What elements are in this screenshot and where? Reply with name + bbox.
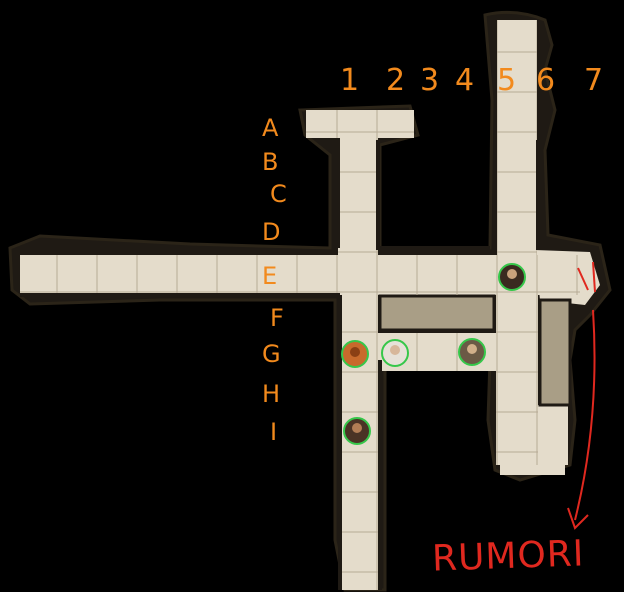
map-grid (20, 20, 580, 590)
rumori-annotation: RUMORI (431, 533, 586, 580)
rumori-arrow (567, 261, 596, 530)
row-label-i: I (270, 418, 278, 446)
token-hero-lizard[interactable] (341, 340, 369, 368)
token-hero-monk[interactable] (343, 417, 371, 445)
row-label-h: H (262, 380, 281, 408)
column-label-5: 5 (497, 63, 517, 98)
row-label-e: E (262, 262, 278, 290)
column-label-7: 7 (584, 63, 604, 98)
column-label-1: 1 (340, 63, 360, 98)
token-hero-warrior[interactable] (498, 263, 526, 291)
column-label-6: 6 (536, 63, 556, 98)
row-label-f: F (270, 304, 284, 332)
row-label-a: A (262, 114, 279, 142)
column-label-3: 3 (420, 63, 440, 98)
row-label-c: C (270, 180, 287, 208)
stone-blocks (378, 294, 572, 407)
column-label-4: 4 (455, 63, 475, 98)
row-label-b: B (262, 148, 279, 176)
row-label-d: D (262, 218, 281, 246)
inner-walls (20, 138, 540, 590)
column-label-2: 2 (386, 63, 406, 98)
token-hero-elf[interactable] (381, 339, 409, 367)
token-hero-rogue[interactable] (458, 338, 486, 366)
row-label-g: G (262, 340, 281, 368)
